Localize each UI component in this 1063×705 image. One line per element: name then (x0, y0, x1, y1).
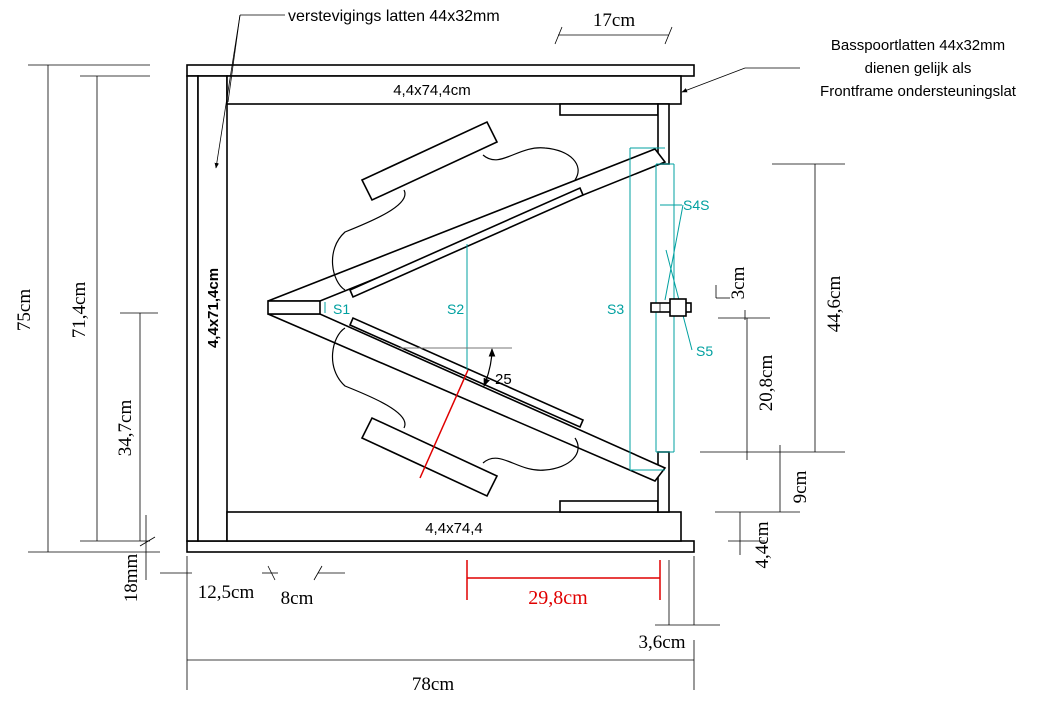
dim-208-text: 20,8cm (756, 355, 777, 412)
left-plank-label: 4,4x71,4cm (205, 268, 222, 348)
right-note-line-1: Basspoortlatten 44x32mm (831, 37, 1005, 54)
upper-foot (360, 120, 499, 202)
dim-125-text: 12,5cm (198, 582, 255, 603)
left-inner-plank (197, 75, 228, 542)
angle-label: 25 (495, 371, 512, 388)
s3-label: S3 (607, 301, 624, 317)
right-lower-post (657, 451, 670, 513)
dim-44-text: 4,4cm (752, 521, 773, 568)
bottom-plank-label: 4,4x74,4 (425, 520, 483, 537)
labels: verstevigings latten 44x32mm Basspoortla… (14, 8, 1017, 695)
right-note-line-2: dienen gelijk als (865, 60, 972, 77)
upper-cable-curve (331, 147, 579, 291)
bolt-nut (669, 298, 687, 317)
lower-cable-curve (331, 327, 579, 471)
top-note-leader-1 (214, 14, 241, 169)
dim-298-text: 29,8cm (528, 587, 588, 609)
dim-3-text: 3cm (728, 266, 749, 299)
dim-446-text: 44,6cm (824, 276, 845, 333)
s2-label: S2 (447, 301, 464, 317)
dim-9-text: 9cm (790, 470, 811, 503)
left-outer-plank (186, 75, 199, 542)
bottom-plank (226, 511, 682, 542)
s4s-label: S4S (683, 197, 709, 213)
dim-36-text: 3,6cm (639, 632, 686, 653)
top-cap-plank (186, 64, 695, 77)
dim-17-text: 17cm (593, 10, 635, 31)
bolt-hardware (650, 298, 692, 317)
dim-347-text: 34,7cm (115, 400, 136, 457)
apex-block (267, 300, 321, 315)
bottom-cap-plank (186, 540, 695, 553)
angle-arc (483, 348, 496, 387)
bottom-support-block (559, 500, 659, 513)
s4s-diagonal (664, 204, 684, 301)
top-note-leader-2 (227, 14, 241, 103)
dim-75-text: 75cm (14, 289, 35, 331)
s5-label: S5 (696, 343, 713, 359)
dim-18-text: 18mm (121, 554, 142, 603)
s1-label: S1 (333, 301, 350, 317)
dim-714-text: 71,4cm (69, 282, 90, 339)
top-note-text: verstevigings latten 44x32mm (288, 8, 500, 25)
dim-78-text: 78cm (412, 674, 454, 695)
top-plank (226, 75, 682, 105)
top-plank-label: 4,4x74,4cm (393, 82, 471, 99)
dimension-lines (28, 26, 845, 690)
dim-8-text: 8cm (281, 588, 314, 609)
leaders (214, 14, 800, 169)
right-note-leader (681, 67, 746, 93)
top-support-block (559, 103, 659, 116)
right-note-line-3: Frontframe ondersteuningslat (820, 83, 1017, 100)
red-angle-line (419, 369, 469, 479)
upper-brace (348, 186, 585, 299)
